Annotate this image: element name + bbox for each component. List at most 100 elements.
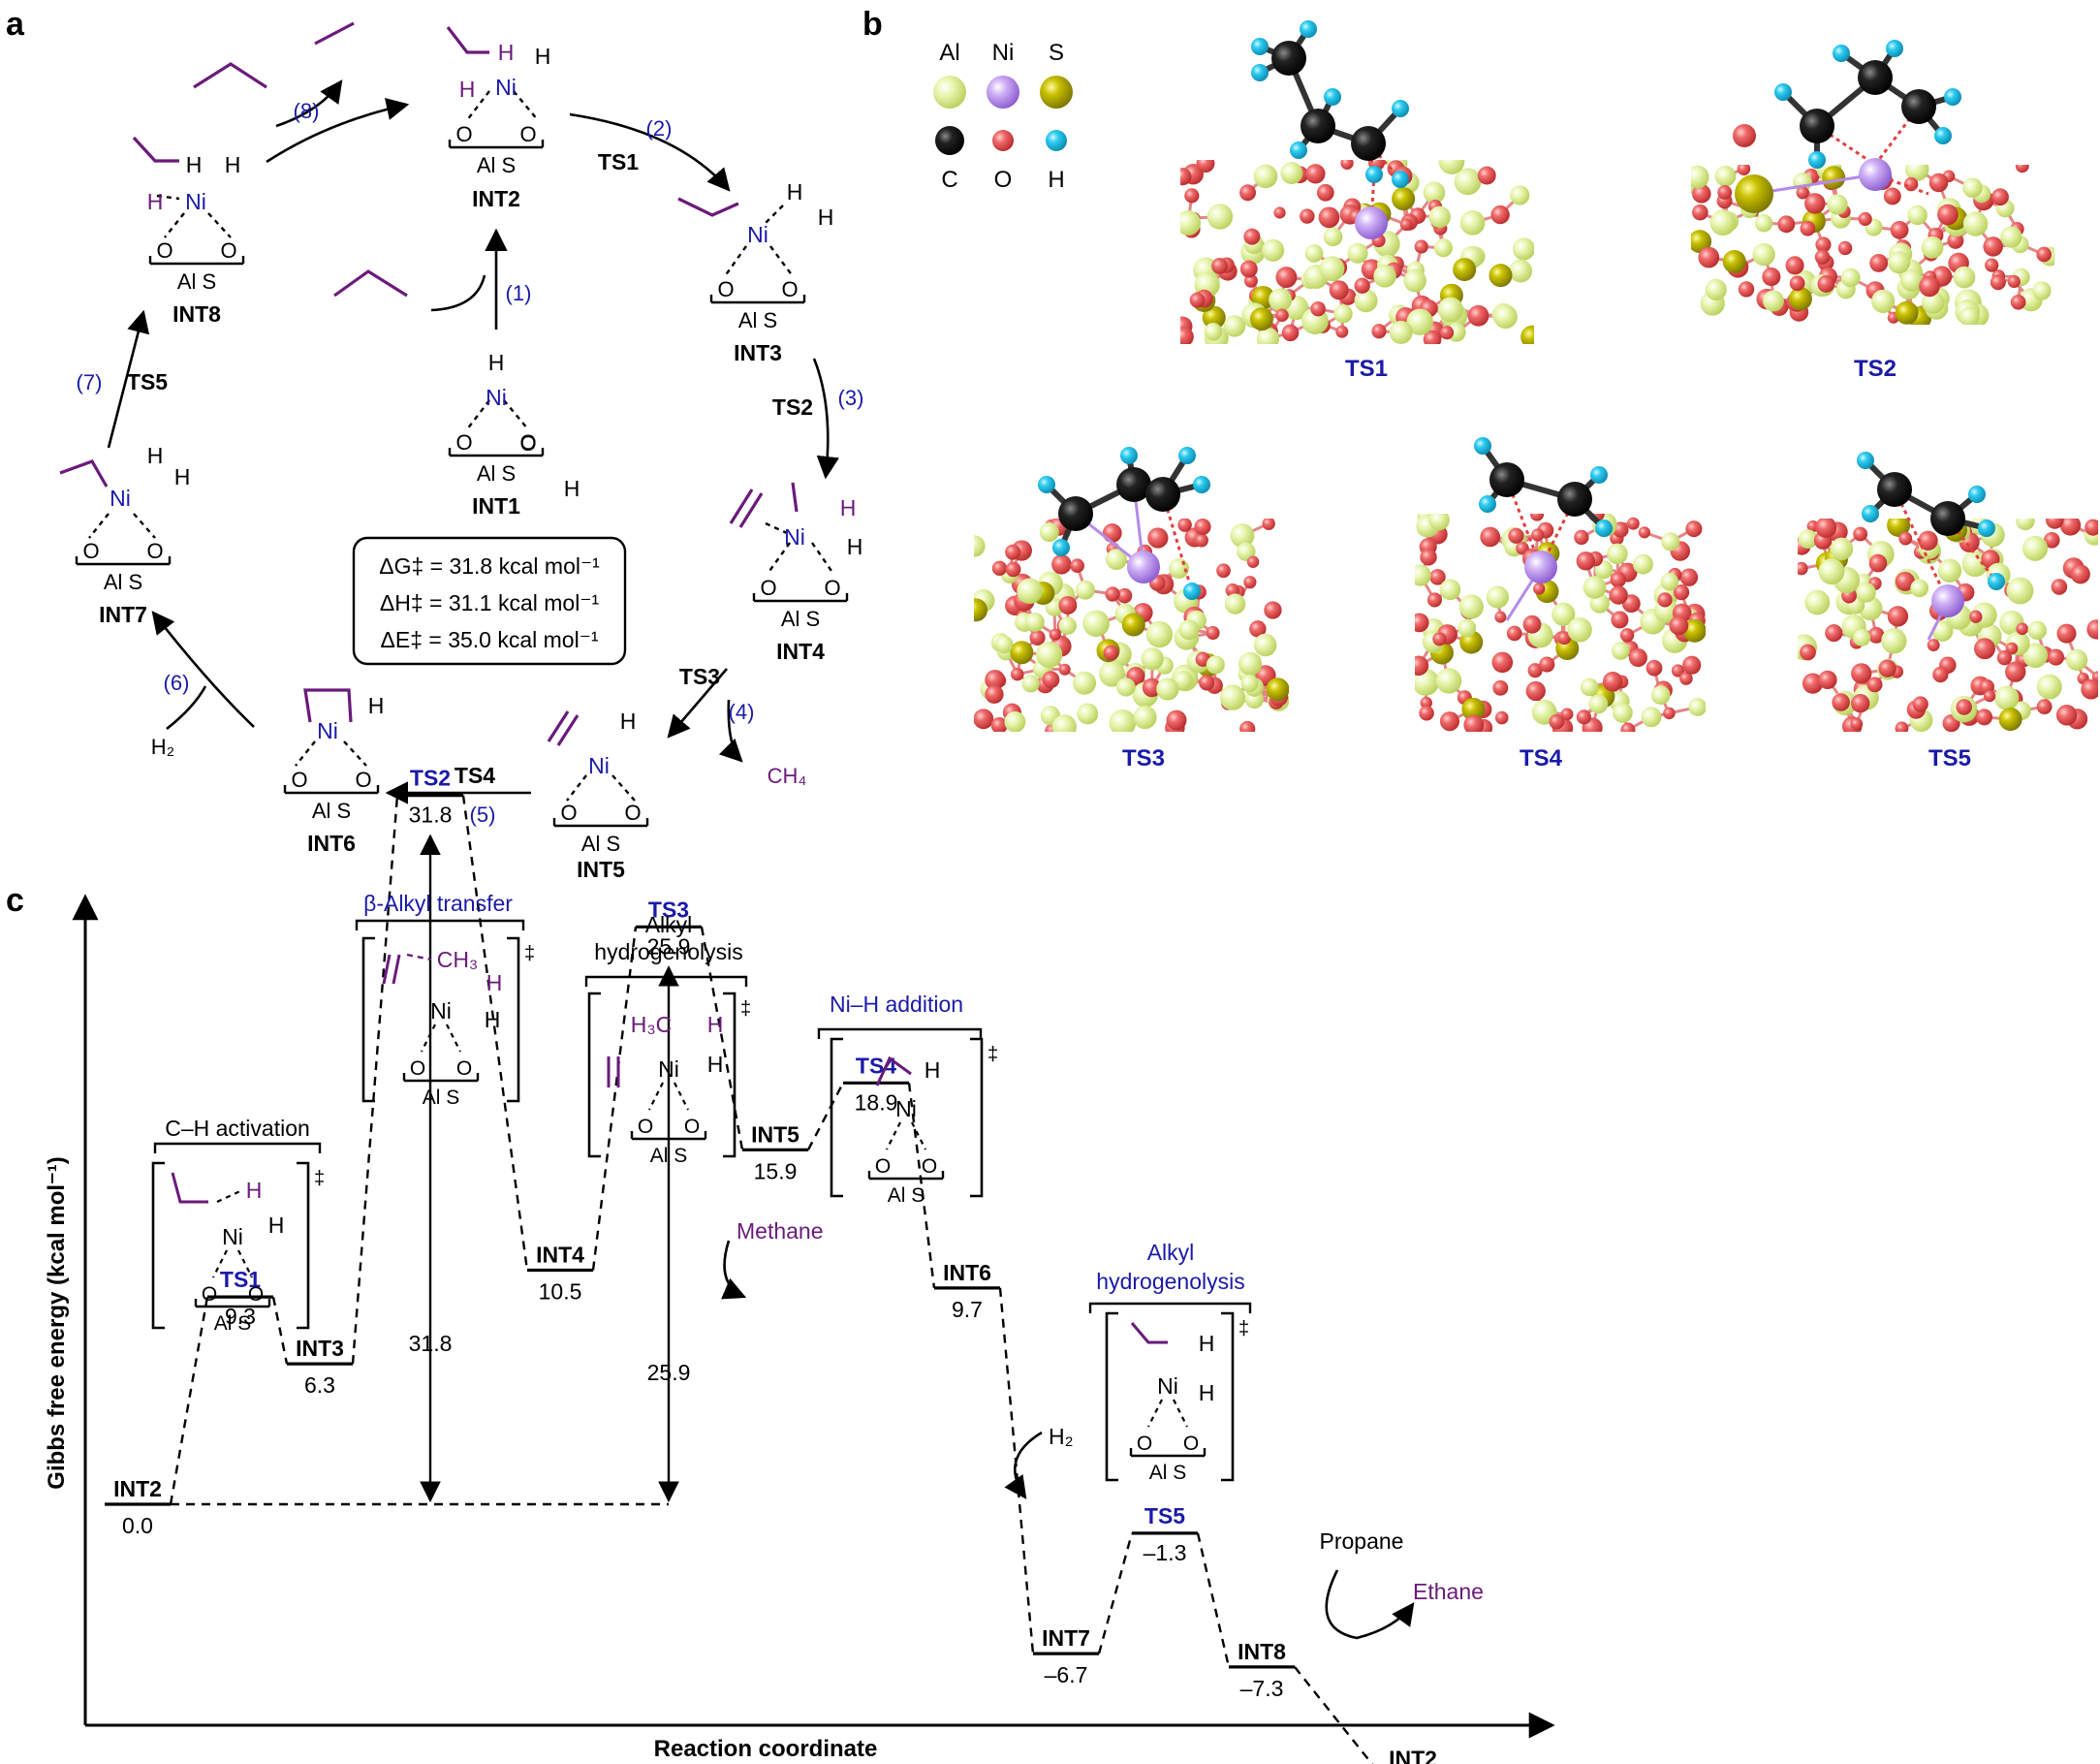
- oxygen-label: O: [220, 238, 236, 263]
- slab-atom-al: [1458, 594, 1484, 619]
- oxygen-label: O: [1137, 1433, 1152, 1455]
- annotation-hydrogenolysis-1: hydrogenolysis: [594, 939, 742, 964]
- annotation-h2: H₂: [1049, 1424, 1074, 1449]
- slab-atom-o: [1463, 714, 1485, 732]
- activation-energy: ΔE‡ = 35.0 kcal mol⁻¹: [380, 627, 598, 652]
- ts3-mini-bond: [648, 1082, 664, 1111]
- support-label: Al S: [581, 832, 620, 856]
- connector-line: [351, 795, 399, 1365]
- slab-atom-al: [1207, 204, 1234, 230]
- slab-atom-al: [1921, 291, 1945, 314]
- slab-atom-al: [1583, 576, 1607, 599]
- slab-atom-o: [1867, 626, 1885, 644]
- slab-atom-o: [1928, 173, 1949, 193]
- slab-atom-o: [1318, 206, 1340, 229]
- cycle-ts1: TS1: [598, 149, 639, 174]
- annotation-methane: Methane: [737, 1218, 824, 1244]
- connector-line: [591, 927, 638, 1271]
- slab-atom-s: [1895, 300, 1919, 325]
- slab-atom-o: [2059, 519, 2082, 536]
- structure-label-ts1: TS1: [1345, 356, 1388, 382]
- hydrogen-atom: H: [368, 693, 385, 718]
- slab-atom-al: [1660, 572, 1679, 591]
- legend-label: S: [1049, 40, 1064, 66]
- connector-line: [1294, 1666, 1374, 1764]
- slab-atom-al: [1688, 698, 1706, 716]
- legend-atom-al: [933, 76, 966, 109]
- slab-atom-al: [2032, 281, 2052, 300]
- methyl-group: H₃C: [631, 1012, 673, 1037]
- methyl-group: CH₃: [437, 947, 479, 972]
- slab-atom-o: [1239, 184, 1257, 202]
- molecule-atom-h: [1774, 83, 1792, 101]
- slab-atom-al: [1493, 304, 1518, 330]
- slab-atom-o: [1983, 690, 1996, 703]
- slab-atom-al: [1253, 633, 1277, 657]
- molecule-atom-ni: [1355, 206, 1388, 239]
- slab-atom-al: [1036, 641, 1063, 669]
- slab-atom-o: [1626, 517, 1640, 530]
- ts3-structure: TS3: [974, 447, 1289, 772]
- nickel-atom: Ni: [495, 75, 517, 100]
- int4-bond: [811, 542, 834, 575]
- slab-atom-o: [1508, 527, 1524, 544]
- molecule-atom-h: [1120, 447, 1138, 464]
- slab-atom-al: [1921, 236, 1944, 259]
- level-label-ts5: TS5: [1144, 1503, 1185, 1528]
- slab-atom-al: [1439, 579, 1461, 601]
- oxygen-label: O: [248, 1283, 264, 1306]
- molecule-atom-h: [1392, 171, 1409, 188]
- legend-atom-h: [1046, 130, 1067, 151]
- int2-bond: [466, 90, 490, 121]
- slab-atom-o: [1005, 561, 1021, 578]
- molecule-atom-h: [1178, 447, 1196, 464]
- nickel-atom: Ni: [588, 753, 610, 778]
- level-value: 15.9: [754, 1158, 798, 1183]
- slab-atom-o: [1264, 601, 1282, 619]
- slab-atom-o: [1281, 324, 1300, 342]
- oxygen-label: O: [519, 122, 536, 146]
- slab-atom-al: [1705, 278, 1727, 301]
- slab-atom-al: [1904, 165, 1929, 181]
- slab-atom-o: [1815, 519, 1837, 538]
- legend-atom-ni: [987, 76, 1019, 109]
- x-axis-label: Reaction coordinate: [654, 1736, 878, 1762]
- hydrogen-atom: H: [246, 1178, 263, 1203]
- slab-atom-o: [1491, 651, 1514, 674]
- level-label-int8: INT8: [1238, 1639, 1286, 1664]
- connector-line: [1097, 1532, 1134, 1654]
- slab-atom-o: [1239, 720, 1256, 732]
- level-value: 9.7: [952, 1297, 983, 1322]
- hydrogen-atom: H: [498, 40, 515, 65]
- slab-atom-al: [2006, 577, 2034, 605]
- slab-atom-al: [1206, 655, 1225, 675]
- connector-line: [271, 1296, 289, 1365]
- intermediate-int7: INT7: [99, 602, 147, 627]
- slab-atom-o: [1246, 555, 1260, 568]
- molecule-atom-c: [1800, 109, 1834, 143]
- slab-atom-o: [1858, 211, 1872, 227]
- support-label: Al S: [781, 607, 820, 631]
- hydrogen-atom: H: [488, 350, 505, 375]
- activation-energy: ΔG‡ = 31.8 kcal mol⁻¹: [379, 553, 600, 579]
- slab-atom-al: [1428, 514, 1450, 531]
- slab-atom-s: [1010, 641, 1034, 665]
- slab-atom-o: [1804, 193, 1826, 214]
- molecule-atom-h: [1862, 505, 1879, 522]
- molecule-atom-h: [1833, 45, 1850, 62]
- slab-atom-o: [1310, 300, 1326, 317]
- nickel-atom: Ni: [110, 486, 131, 511]
- slab-atom-al: [1588, 694, 1609, 714]
- ts1-mini-bond: [216, 1189, 243, 1203]
- slab-atom-al: [1818, 558, 1845, 585]
- slab-atom-o: [1243, 576, 1257, 589]
- slab-atom-al: [2065, 648, 2088, 672]
- slab-atom-al: [2036, 674, 2062, 700]
- molecule-atom-c: [1557, 482, 1592, 517]
- hydrogen-atom: H: [225, 152, 241, 177]
- slab-atom-al: [1045, 598, 1064, 616]
- slab-atom-o: [1490, 205, 1510, 225]
- methane-arrow: [721, 1240, 747, 1300]
- level-value: 10.5: [539, 1279, 582, 1305]
- molecule-atom-h: [1857, 452, 1874, 469]
